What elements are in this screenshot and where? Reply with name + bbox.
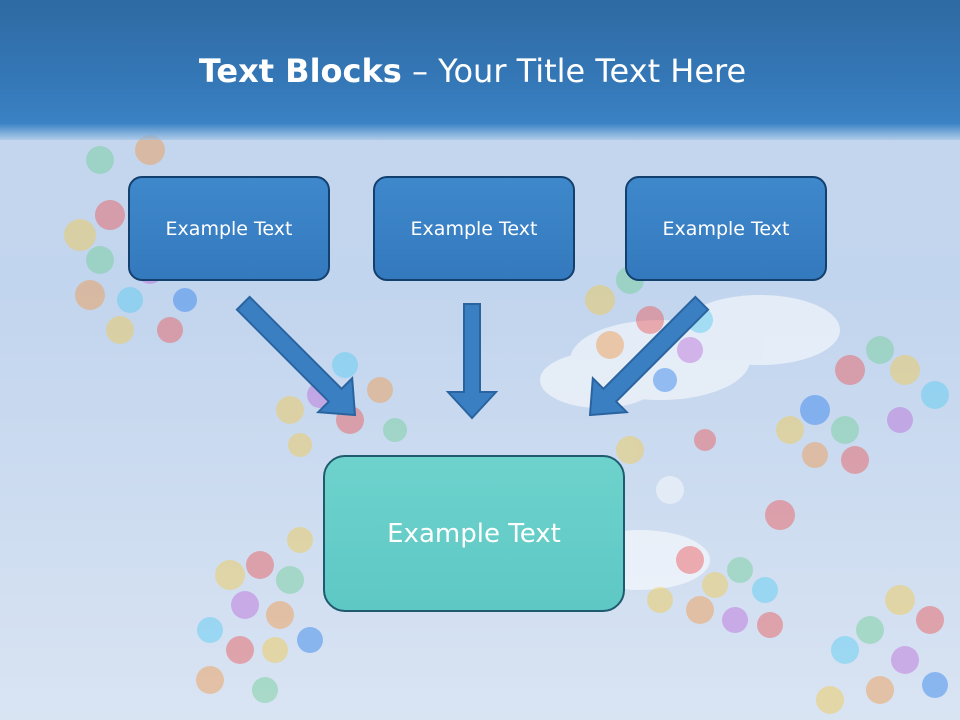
title-bar bbox=[0, 0, 960, 140]
text-block-3[interactable]: Example Text bbox=[625, 176, 827, 281]
title-bold: Text Blocks bbox=[198, 52, 402, 90]
text-block-1[interactable]: Example Text bbox=[128, 176, 330, 281]
text-block-2[interactable]: Example Text bbox=[373, 176, 575, 281]
text-block-2-label: Example Text bbox=[410, 217, 538, 240]
text-block-3-label: Example Text bbox=[662, 217, 790, 240]
text-block-1-label: Example Text bbox=[165, 217, 293, 240]
result-block[interactable]: Example Text bbox=[323, 455, 625, 612]
slide-title: Text Blocks – Your Title Text Here bbox=[0, 52, 945, 90]
title-rest: – Your Title Text Here bbox=[401, 52, 747, 90]
result-block-label: Example Text bbox=[387, 518, 561, 549]
